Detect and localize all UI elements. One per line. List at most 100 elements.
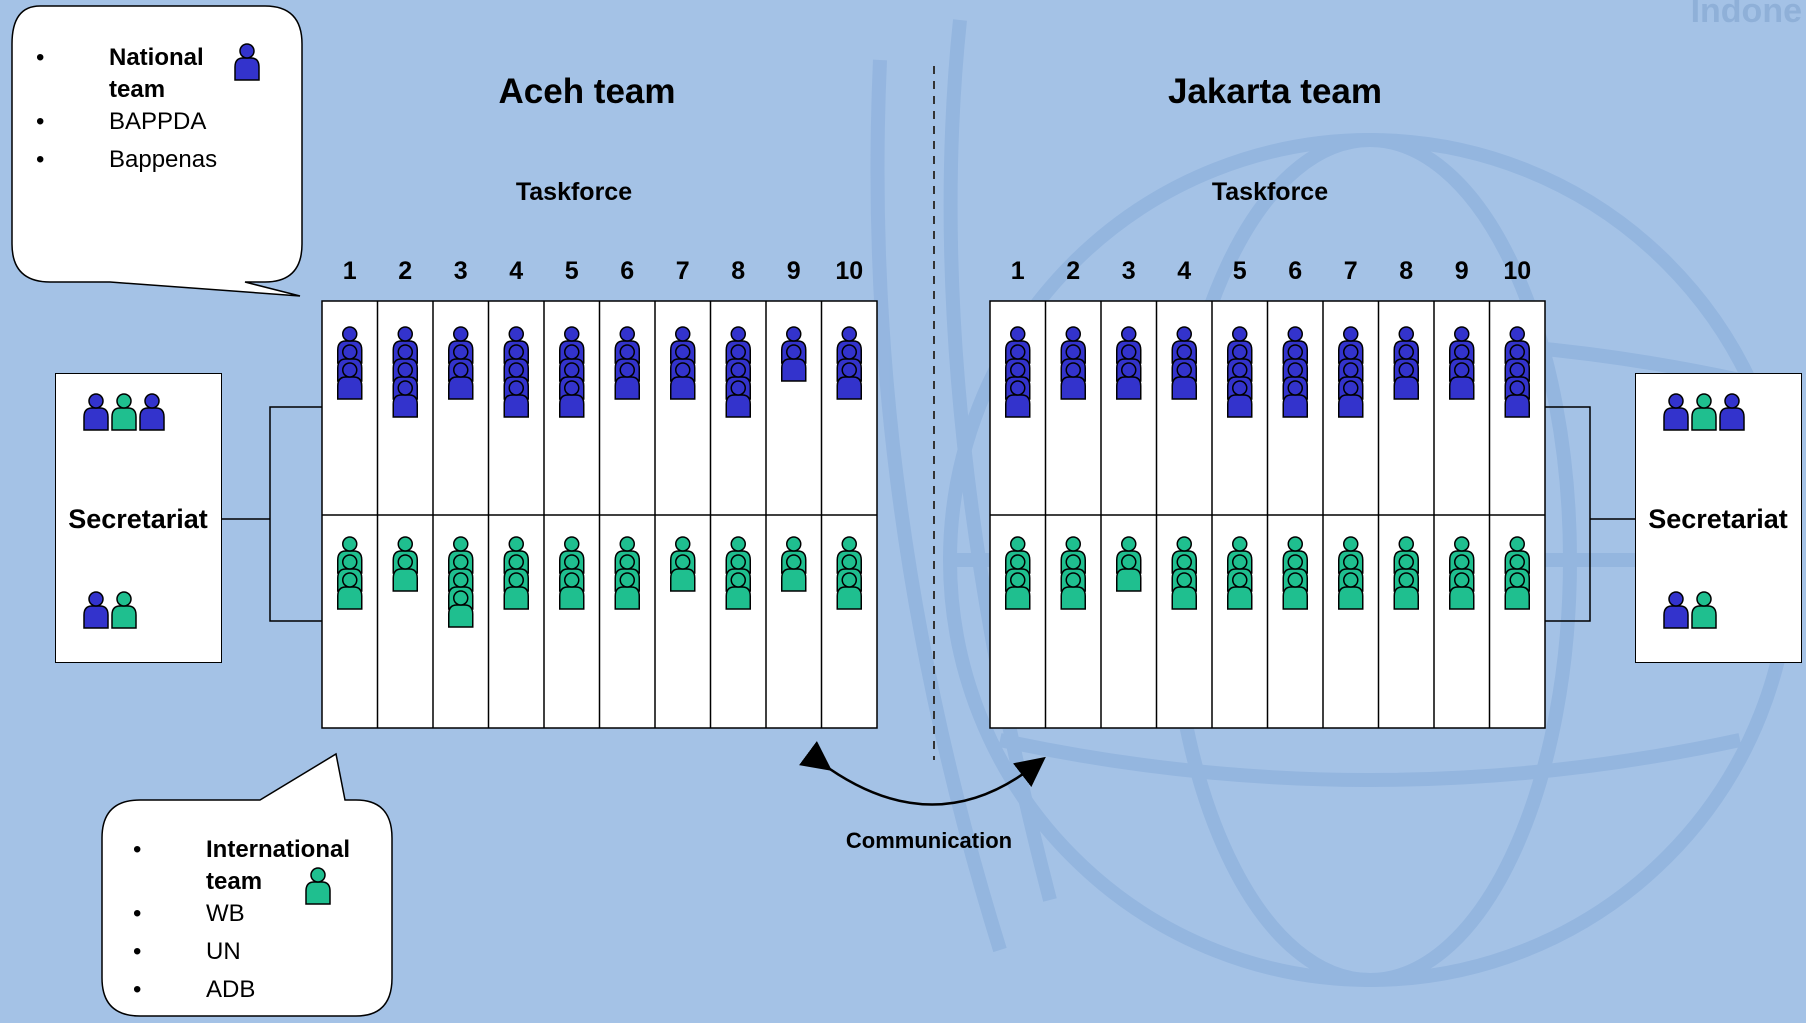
- jakarta-column-number: 7: [1343, 257, 1358, 285]
- person-national-icon: [1171, 326, 1197, 364]
- person-international-icon: [448, 554, 474, 592]
- person-international-icon: [1171, 572, 1197, 610]
- national-team-list: • National team • BAPPDA • Bappenas: [36, 42, 266, 182]
- national-item-bappda: BAPPDA: [109, 108, 207, 135]
- person-international-icon: [670, 554, 696, 592]
- person-national-icon: [725, 380, 751, 418]
- person-international-icon: [836, 572, 862, 610]
- person-international-icon: [1060, 572, 1086, 610]
- person-national-icon: [337, 362, 363, 400]
- international-team-callout: [101, 752, 393, 1017]
- person-international-icon: [111, 591, 137, 629]
- person-national-icon: [1449, 326, 1475, 364]
- bullet: •: [133, 938, 142, 965]
- person-national-icon: [1282, 380, 1308, 418]
- person-national-icon: [1282, 326, 1308, 364]
- person-national-icon: [448, 362, 474, 400]
- bullet: •: [133, 976, 142, 1003]
- aceh-column-number: 8: [731, 257, 746, 285]
- aceh-team-title: Aceh team: [498, 72, 676, 111]
- jakarta-column-number: 2: [1066, 257, 1081, 285]
- person-national-icon: [836, 362, 862, 400]
- person-international-icon: [1393, 572, 1419, 610]
- person-international-icon: [614, 572, 640, 610]
- person-national-icon: [1116, 362, 1142, 400]
- aceh-column-number: 7: [675, 257, 690, 285]
- jakarta-column-number: 3: [1121, 257, 1136, 285]
- person-international-icon: [614, 536, 640, 574]
- jakarta-column-number: 4: [1177, 257, 1192, 285]
- left-secretariat-connector: [220, 406, 323, 622]
- right-secretariat-connector: [1545, 406, 1636, 622]
- aceh-column-number: 1: [342, 257, 357, 285]
- person-national-icon: [234, 43, 260, 81]
- communication-arrow: [799, 741, 1046, 806]
- person-national-icon: [1393, 344, 1419, 382]
- person-international-icon: [781, 554, 807, 592]
- person-national-icon: [1719, 393, 1745, 431]
- person-national-icon: [1227, 380, 1253, 418]
- person-national-icon: [1338, 380, 1364, 418]
- person-international-icon: [111, 393, 137, 431]
- person-international-icon: [448, 590, 474, 628]
- secretariat-label-right: Secretariat: [1648, 504, 1788, 534]
- bullet: •: [133, 836, 142, 863]
- person-national-icon: [139, 393, 165, 431]
- person-international-icon: [1504, 572, 1530, 610]
- person-international-icon: [1005, 572, 1031, 610]
- secretariat-box-right: [1635, 373, 1802, 663]
- person-international-icon: [1116, 554, 1142, 592]
- aceh-column-number: 9: [786, 257, 801, 285]
- person-national-icon: [670, 362, 696, 400]
- person-international-icon: [1338, 572, 1364, 610]
- jakarta-column-number: 8: [1399, 257, 1414, 285]
- aceh-column-number: 6: [620, 257, 635, 285]
- person-national-icon: [1393, 362, 1419, 400]
- person-national-icon: [1663, 393, 1689, 431]
- international-item-adb: ADB: [206, 976, 256, 1003]
- person-international-icon: [1449, 572, 1475, 610]
- jakarta-column-number: 5: [1232, 257, 1247, 285]
- secretariat-label-left: Secretariat: [68, 504, 208, 534]
- person-national-icon: [1005, 380, 1031, 418]
- person-international-icon: [725, 572, 751, 610]
- international-item-un: UN: [206, 938, 241, 965]
- aceh-column-number: 4: [509, 257, 524, 285]
- aceh-column-number: 10: [835, 257, 864, 285]
- person-national-icon: [392, 380, 418, 418]
- aceh-column-number: 3: [453, 257, 468, 285]
- person-national-icon: [614, 362, 640, 400]
- international-team-heading: International team: [206, 836, 351, 895]
- watermark-text: Indone: [1690, 0, 1802, 30]
- jakarta-column-number: 1: [1010, 257, 1025, 285]
- jakarta-team-title: Jakarta team: [1167, 72, 1383, 111]
- communication-label: Communication: [845, 828, 1013, 853]
- bullet: •: [36, 146, 45, 173]
- person-national-icon: [503, 380, 529, 418]
- person-international-icon: [1227, 572, 1253, 610]
- person-international-icon: [392, 536, 418, 574]
- person-national-icon: [1663, 591, 1689, 629]
- national-item-bappenas: Bappenas: [109, 146, 218, 173]
- person-national-icon: [1504, 380, 1530, 418]
- person-international-icon: [1282, 572, 1308, 610]
- person-national-icon: [1449, 362, 1475, 400]
- national-team-heading: National team: [109, 44, 204, 103]
- person-national-icon: [448, 326, 474, 364]
- secretariat-box-left: [55, 373, 222, 663]
- jakarta-taskforce-label: Taskforce: [1211, 178, 1329, 206]
- person-international-icon: [392, 554, 418, 592]
- jakarta-column-number: 9: [1454, 257, 1469, 285]
- jakarta-column-number: 10: [1503, 257, 1532, 285]
- person-national-icon: [503, 344, 529, 382]
- bullet: •: [133, 900, 142, 927]
- person-international-icon: [337, 572, 363, 610]
- person-international-icon: [448, 572, 474, 610]
- bullet: •: [36, 108, 45, 135]
- person-national-icon: [1171, 362, 1197, 400]
- bullet: •: [36, 44, 45, 71]
